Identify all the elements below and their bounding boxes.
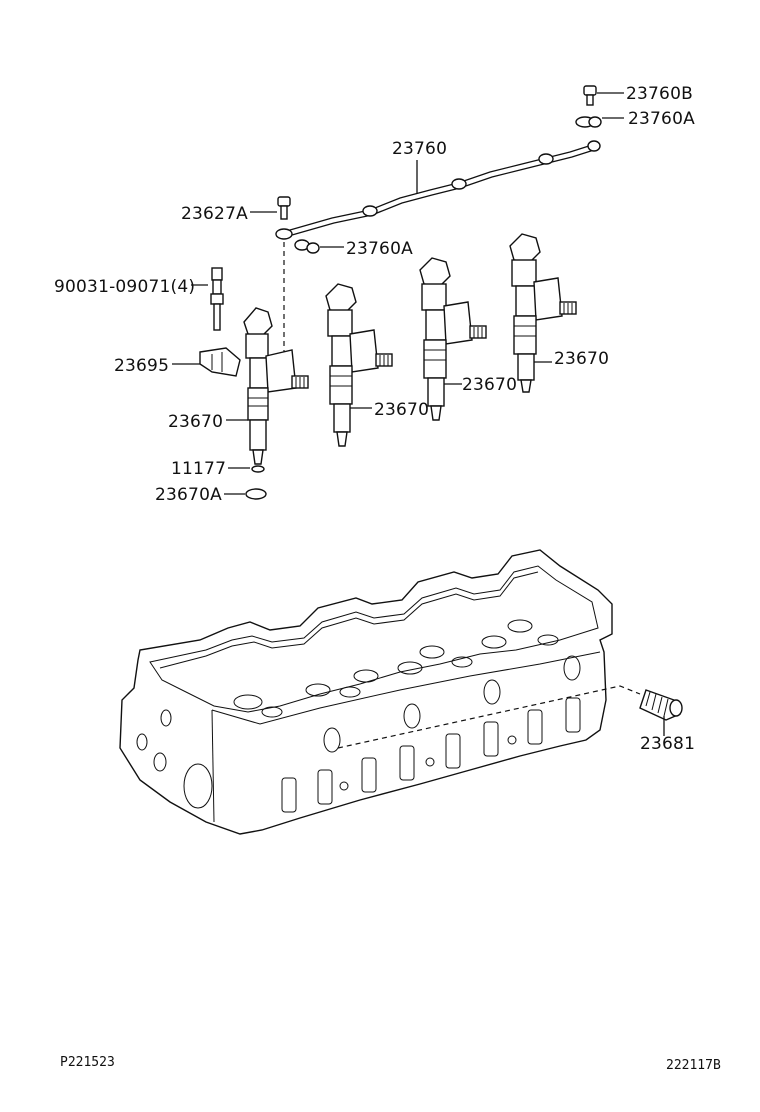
label-23760B: 23760B — [626, 84, 693, 104]
washer-23627A — [275, 228, 293, 240]
bolt-23627A — [277, 196, 291, 220]
label-23695: 23695 — [114, 356, 169, 376]
label-90031-09071: 90031-09071(4) — [54, 277, 195, 297]
label-23670-a: 23670 — [168, 412, 223, 432]
label-23670-c: 23670 — [462, 375, 517, 395]
clamp-23760A-top — [575, 116, 602, 128]
label-23670A: 23670A — [155, 485, 222, 505]
label-23627A: 23627A — [181, 204, 248, 224]
injector-3 — [419, 257, 487, 421]
label-23760A-mid: 23760A — [346, 239, 413, 259]
footer-right-code: 222117B — [666, 1058, 721, 1073]
label-23760A-top: 23760A — [628, 109, 695, 129]
injector-2 — [325, 283, 393, 447]
gasket-11177 — [251, 465, 265, 473]
bolt-23760B — [583, 85, 597, 106]
injector-1 — [243, 307, 309, 465]
label-23670-d: 23670 — [554, 349, 609, 369]
injector-4 — [509, 233, 577, 393]
plug-23681 — [639, 689, 683, 721]
label-23681: 23681 — [640, 734, 695, 754]
clamp-23695 — [199, 347, 241, 377]
cylinder-head — [119, 549, 641, 835]
label-23760: 23760 — [392, 139, 447, 159]
label-23670-b: 23670 — [374, 400, 429, 420]
washer-23670A — [245, 488, 267, 500]
label-11177: 11177 — [171, 459, 226, 479]
clamp-23760A-mid — [294, 239, 320, 254]
footer-left-code: P221523 — [60, 1055, 115, 1070]
leak-off-pipe-23760 — [282, 140, 601, 238]
bolt-90031-09071 — [210, 267, 224, 331]
